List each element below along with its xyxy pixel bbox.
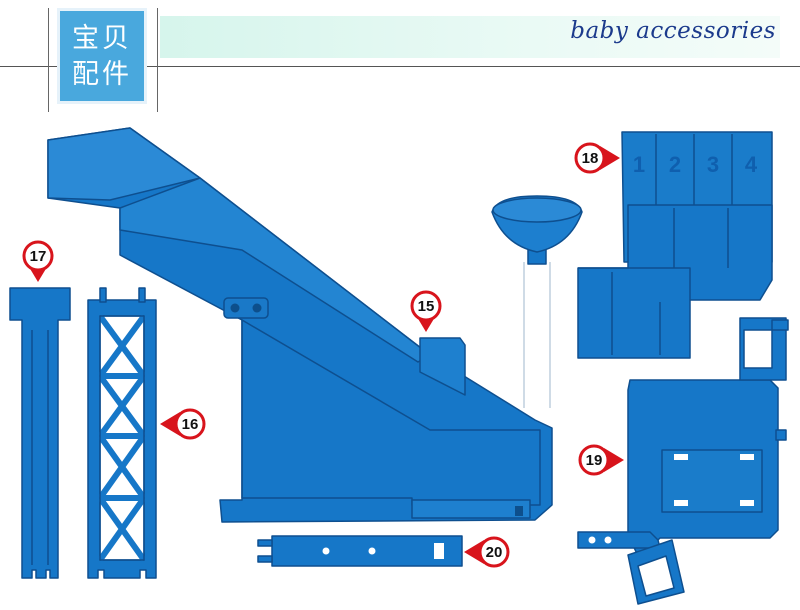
- panel-number-1: 1: [633, 152, 645, 177]
- marker-19: 19: [578, 444, 624, 476]
- marker-16: 16: [160, 408, 206, 440]
- part-16-lattice-tower: [87, 287, 157, 579]
- panel-number-3: 3: [707, 152, 719, 177]
- page-title: baby accessories: [570, 18, 776, 44]
- badge-frame: [48, 8, 158, 112]
- badge-line-2: 配件: [72, 59, 132, 90]
- panel-number-4: 4: [745, 152, 758, 177]
- part-19-board: [577, 317, 789, 605]
- marker-17: 17: [22, 240, 54, 282]
- marker-17-label: 17: [30, 248, 47, 265]
- marker-15: 15: [410, 290, 442, 332]
- marker-20: 20: [464, 536, 510, 568]
- part-20-bar: [257, 535, 463, 567]
- marker-16-label: 16: [182, 416, 199, 433]
- part-18-rack: [577, 131, 773, 359]
- marker-15-label: 15: [418, 298, 435, 315]
- marker-18-label: 18: [582, 150, 599, 167]
- marker-19-label: 19: [586, 452, 603, 469]
- marker-18: 18: [574, 142, 620, 174]
- badge-line-1: 宝贝: [72, 23, 132, 54]
- part-tower-dish: [491, 195, 583, 408]
- title-badge: 宝贝 配件: [57, 8, 147, 104]
- marker-20-label: 20: [486, 544, 503, 561]
- panel-number-2: 2: [669, 152, 681, 177]
- header-divider: [0, 66, 800, 67]
- part-17-pillar: [9, 287, 71, 579]
- part-15-stairs: [47, 127, 553, 523]
- header-band: [160, 16, 780, 58]
